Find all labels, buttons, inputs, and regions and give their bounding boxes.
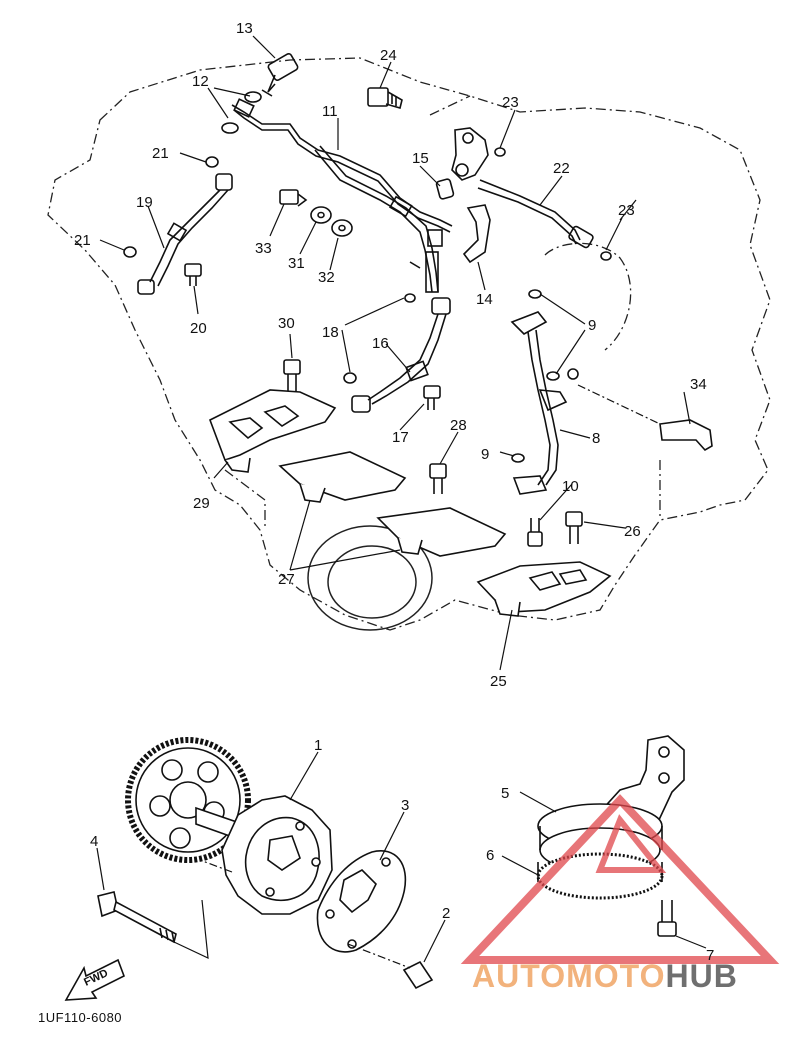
callout-21a: 21 bbox=[152, 145, 169, 162]
callout-3: 3 bbox=[401, 797, 409, 814]
watermark-part-auto: AUTO bbox=[472, 958, 567, 994]
callout-8: 8 bbox=[592, 430, 600, 447]
callout-22: 22 bbox=[553, 160, 570, 177]
baffle-25 bbox=[476, 561, 612, 617]
callout-9b: 9 bbox=[481, 446, 489, 463]
bolts-10-26-28-30 bbox=[283, 359, 583, 547]
baffle-27b bbox=[376, 507, 507, 557]
callout-5: 5 bbox=[501, 785, 509, 802]
callout-26: 26 bbox=[624, 523, 641, 540]
watermark-part-moto: MOTO bbox=[566, 958, 666, 994]
bolt-washers-31-33 bbox=[279, 189, 353, 237]
oil-pipe-22 bbox=[477, 179, 594, 249]
callout-30: 30 bbox=[278, 315, 295, 332]
leader-lines-lower bbox=[96, 751, 446, 969]
oil-pipe-11 bbox=[314, 145, 443, 293]
oil-pipe-19 bbox=[137, 173, 233, 295]
callout-12: 12 bbox=[192, 73, 209, 90]
callout-23a: 23 bbox=[502, 94, 519, 111]
callout-16: 16 bbox=[372, 335, 389, 352]
callout-20: 20 bbox=[190, 320, 207, 337]
callout-11: 11 bbox=[322, 103, 338, 120]
callout-31: 31 bbox=[288, 255, 305, 272]
callout-29: 29 bbox=[193, 495, 210, 512]
oil-pump-body bbox=[195, 795, 333, 915]
callout-24: 24 bbox=[380, 47, 397, 64]
callout-4: 4 bbox=[90, 833, 98, 850]
callout-14: 14 bbox=[476, 291, 493, 308]
callout-33: 33 bbox=[255, 240, 272, 257]
leader-lines-upper bbox=[99, 35, 691, 671]
oil-strainer bbox=[536, 735, 685, 900]
clutch-ring bbox=[307, 525, 433, 631]
callout-23b: 23 bbox=[618, 202, 635, 219]
callout-labels: 13 12 24 23 11 15 21 22 19 23 21 33 31 3… bbox=[74, 20, 714, 964]
baffle-27a bbox=[278, 451, 407, 503]
callout-27: 27 bbox=[278, 571, 295, 588]
bracket-14 bbox=[462, 204, 491, 264]
union-bolt-24 bbox=[367, 87, 403, 109]
callout-32: 32 bbox=[318, 269, 335, 286]
dowel-34 bbox=[659, 419, 713, 452]
callout-6: 6 bbox=[486, 847, 494, 864]
callout-1: 1 bbox=[314, 737, 322, 754]
watermark-triangle-icon bbox=[460, 794, 780, 964]
bolt-7 bbox=[657, 900, 677, 937]
watermark-part-hub: HUB bbox=[665, 958, 738, 994]
callout-13: 13 bbox=[236, 20, 253, 37]
drawing-code: 1UF110-6080 bbox=[38, 1010, 123, 1025]
fwd-arrow-icon: FWD bbox=[64, 958, 126, 1001]
callout-17: 17 bbox=[392, 429, 409, 446]
callout-28: 28 bbox=[450, 417, 467, 434]
callout-19: 19 bbox=[136, 194, 153, 211]
oil-pipe-8 bbox=[510, 289, 579, 495]
oil-pipe-12-13 bbox=[221, 53, 453, 233]
callout-15: 15 bbox=[412, 150, 429, 167]
watermark-logo: AUTOMOTOHUB bbox=[472, 958, 738, 995]
pump-cover-3 bbox=[316, 850, 407, 953]
engine-outline bbox=[47, 57, 771, 631]
dowel-2 bbox=[402, 960, 434, 990]
callout-2: 2 bbox=[442, 905, 450, 922]
callout-25: 25 bbox=[490, 673, 507, 690]
callout-21b: 21 bbox=[74, 232, 91, 249]
callout-18: 18 bbox=[322, 324, 339, 341]
small-parts-20-21 bbox=[123, 156, 219, 286]
callout-10: 10 bbox=[562, 478, 579, 495]
leader-lines-strainer bbox=[501, 791, 707, 949]
fitting-23-15 bbox=[435, 127, 612, 261]
baffle-29 bbox=[208, 389, 337, 473]
oil-pipe-16 bbox=[343, 293, 451, 413]
callout-9a: 9 bbox=[588, 317, 596, 334]
bolt-4 bbox=[97, 891, 177, 944]
callout-34: 34 bbox=[690, 376, 707, 393]
callout-7: 7 bbox=[706, 947, 714, 964]
